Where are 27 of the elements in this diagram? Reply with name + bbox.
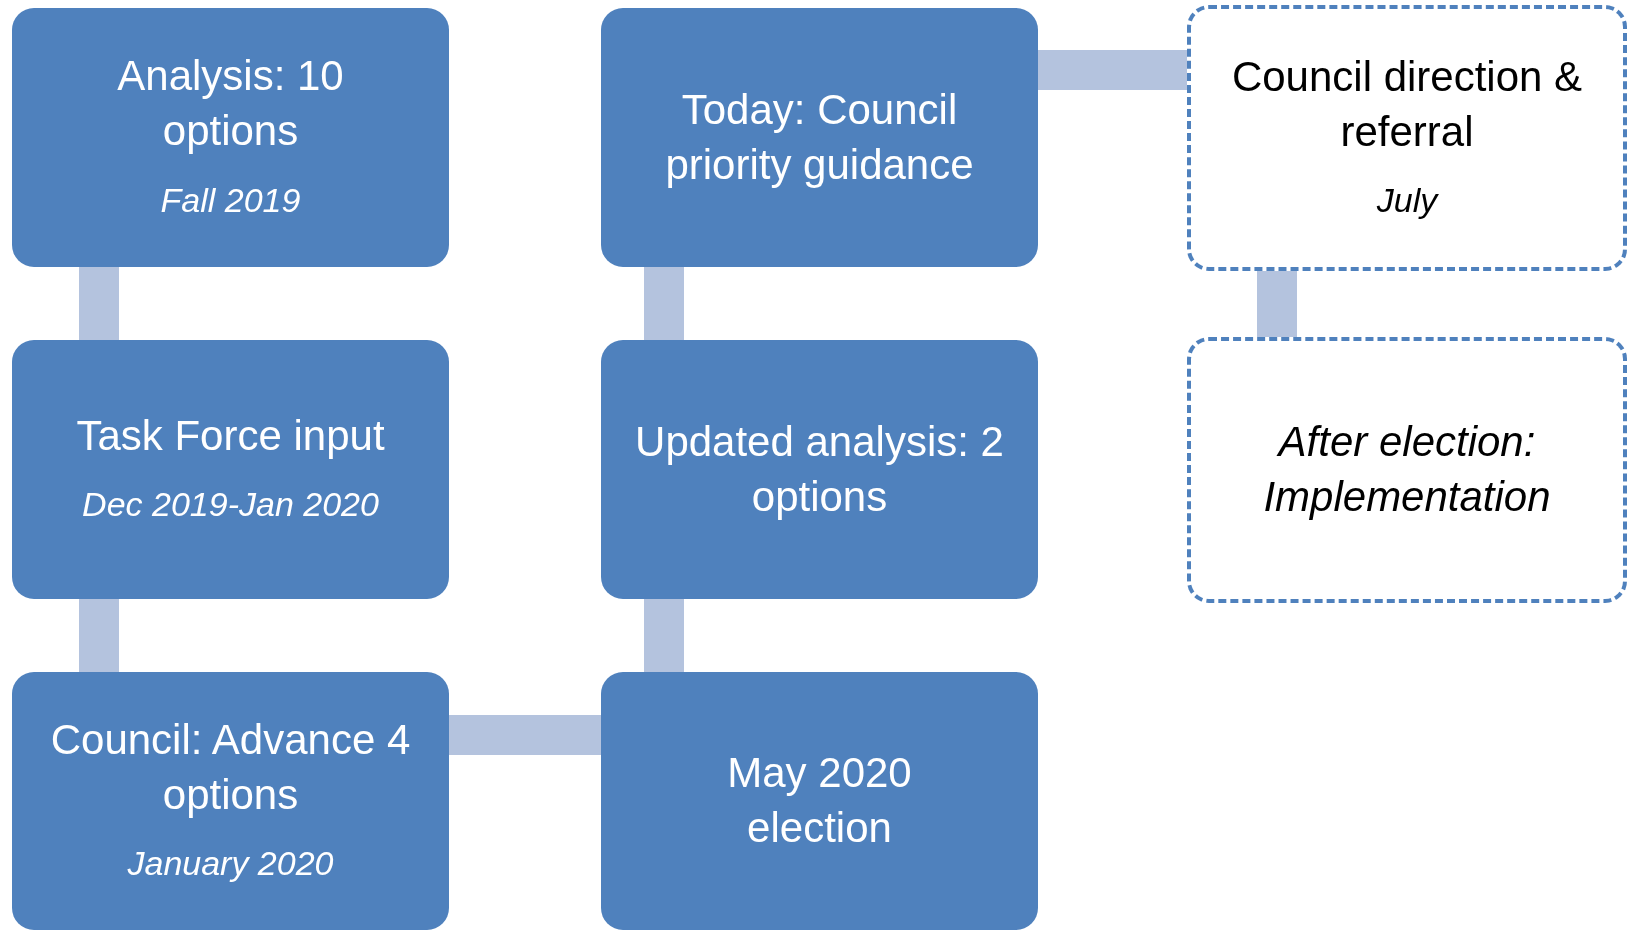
dashed-box — [1187, 337, 1627, 603]
process-box — [601, 340, 1038, 599]
connector-bar — [449, 715, 601, 755]
connector-bar — [79, 267, 119, 340]
connector-bar — [644, 599, 684, 672]
process-box — [601, 672, 1038, 930]
step-date: Dec 2019-Jan 2020 — [82, 484, 379, 526]
step-title: Task Force input — [76, 410, 385, 461]
step-title: Updated analysis: 2 options — [634, 416, 1005, 522]
step-date: Fall 2019 — [160, 179, 301, 221]
connector-bar — [1257, 271, 1297, 337]
step-title: Council: Advance 4 options — [49, 714, 412, 820]
connector-bar — [1038, 50, 1187, 90]
step-date: January 2020 — [127, 843, 334, 885]
dashed-box — [1187, 5, 1627, 271]
step-date: July — [1376, 180, 1438, 222]
step-title: Today: Council priority guidance — [664, 84, 975, 190]
connector-bar — [644, 267, 684, 340]
connector-bar — [79, 599, 119, 672]
process-box — [12, 672, 449, 930]
step-title: May 2020 election — [726, 748, 913, 853]
process-box — [12, 8, 449, 267]
process-box — [12, 340, 449, 599]
process-box — [601, 8, 1038, 267]
step-title: After election: Implementation — [1262, 417, 1552, 522]
step-title: Council direction & referral — [1230, 51, 1584, 157]
step-title: Analysis: 10 options — [116, 51, 345, 156]
